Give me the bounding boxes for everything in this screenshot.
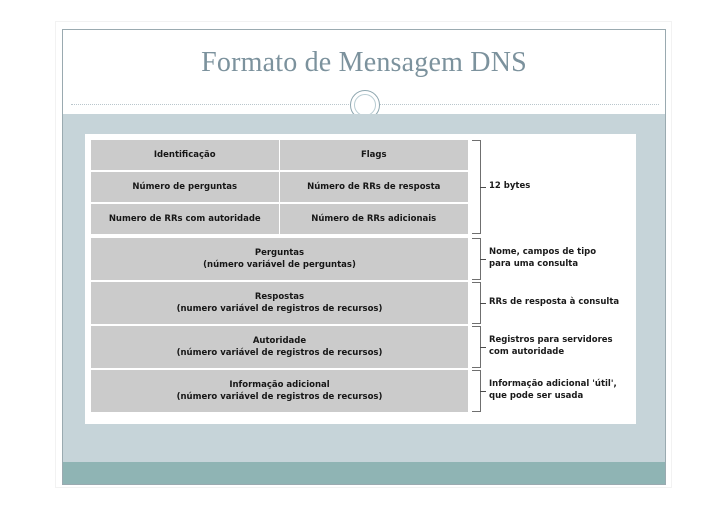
footer-band bbox=[63, 462, 665, 484]
field-label: Número de RRs adicionais bbox=[311, 214, 437, 224]
section-title: Informação adicional bbox=[229, 380, 330, 390]
section-subtitle: (número variável de registros de recurso… bbox=[176, 348, 383, 358]
field-label: Número de perguntas bbox=[132, 182, 238, 192]
annotation-line-1: Registros para servidores bbox=[489, 335, 613, 345]
field-number-of-answer-rrs: Número de RRs de resposta bbox=[280, 172, 469, 202]
bracket-header-icon bbox=[472, 140, 486, 234]
field-number-of-authority-rrs: Numero de RRs com autoridade bbox=[91, 204, 280, 234]
section-subtitle: (número variável de perguntas) bbox=[203, 260, 356, 270]
annotation-line-1: Informação adicional 'útil', bbox=[489, 379, 617, 389]
annotation-authority: Registros para servidores com autoridade bbox=[489, 335, 613, 358]
field-label: Número de RRs de resposta bbox=[307, 182, 441, 192]
section-title: Perguntas bbox=[254, 248, 305, 258]
section-row-authority: Autoridade (número variável de registros… bbox=[91, 326, 468, 368]
annotation-header-size: 12 bytes bbox=[489, 181, 530, 193]
section-title: Respostas bbox=[254, 292, 305, 302]
section-subtitle: (numero variável de registros de recurso… bbox=[176, 304, 383, 314]
section-row-questions: Perguntas (número variável de perguntas) bbox=[91, 238, 468, 280]
field-row-counts-questions: Número de perguntas Número de RRs de res… bbox=[91, 172, 468, 202]
bracket-answers-icon bbox=[472, 282, 486, 324]
annotation-line-2: que pode ser usada bbox=[489, 390, 584, 401]
bracket-authority-icon bbox=[472, 326, 486, 368]
field-identification: Identificação bbox=[91, 140, 280, 170]
annotation-additional: Informação adicional 'útil', que pode se… bbox=[489, 379, 617, 402]
field-flags: Flags bbox=[280, 140, 469, 170]
annotation-line-1: 12 bytes bbox=[489, 181, 531, 191]
section-text: Respostas (numero variável de registros … bbox=[177, 291, 383, 315]
annotation-line-2: com autoridade bbox=[489, 346, 565, 357]
bracket-questions-icon bbox=[472, 238, 486, 280]
field-label: Identificação bbox=[153, 150, 216, 160]
field-number-of-questions: Número de perguntas bbox=[91, 172, 280, 202]
field-row-counts-authority: Numero de RRs com autoridade Número de R… bbox=[91, 204, 468, 234]
field-row-identification: Identificação Flags bbox=[91, 140, 468, 170]
field-number-of-additional-rrs: Número de RRs adicionais bbox=[280, 204, 469, 234]
slide-body: Identificação Flags Número de perguntas … bbox=[63, 114, 665, 462]
field-label: Numero de RRs com autoridade bbox=[108, 214, 261, 224]
section-text: Autoridade (número variável de registros… bbox=[177, 335, 383, 359]
section-row-additional-information: Informação adicional (número variável de… bbox=[91, 370, 468, 412]
annotation-answers: RRs de resposta à consulta bbox=[489, 297, 619, 309]
dns-message-format-figure: Identificação Flags Número de perguntas … bbox=[85, 134, 636, 424]
section-text: Informação adicional (número variável de… bbox=[177, 379, 383, 403]
title-band: Formato de Mensagem DNS bbox=[63, 30, 665, 120]
section-text: Perguntas (número variável de perguntas) bbox=[203, 247, 356, 271]
field-label: Flags bbox=[360, 150, 387, 160]
section-row-answers: Respostas (numero variável de registros … bbox=[91, 282, 468, 324]
section-subtitle: (número variável de registros de recurso… bbox=[176, 392, 383, 402]
figure-inner: Identificação Flags Número de perguntas … bbox=[91, 140, 630, 418]
annotation-line-1: Nome, campos de tipo bbox=[489, 247, 597, 257]
annotation-line-1: RRs de resposta à consulta bbox=[489, 297, 620, 307]
slide-canvas: Formato de Mensagem DNS Identificação Fl… bbox=[62, 29, 666, 485]
annotation-line-2: para uma consulta bbox=[489, 258, 579, 269]
annotation-questions: Nome, campos de tipo para uma consulta bbox=[489, 247, 596, 270]
section-title: Autoridade bbox=[252, 336, 307, 346]
page-title: Formato de Mensagem DNS bbox=[201, 47, 527, 78]
bracket-additional-icon bbox=[472, 370, 486, 412]
